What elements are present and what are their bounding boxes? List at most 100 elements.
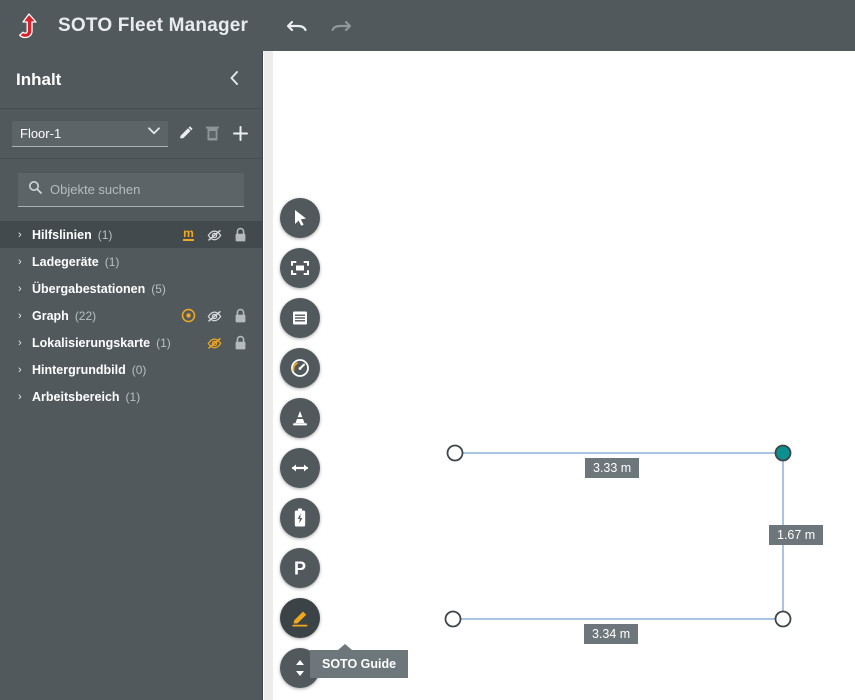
tree-item-ladegeräte[interactable]: › Ladegeräte (1) <box>0 248 262 275</box>
tool-speedometer[interactable] <box>280 348 320 388</box>
visibility-toggle[interactable] <box>207 308 222 323</box>
parking-p-icon: P <box>294 559 306 579</box>
tool-palette: P <box>280 198 320 688</box>
pencil-draw-icon <box>292 611 308 627</box>
tool-pencil-draw[interactable] <box>280 598 320 638</box>
redo-button[interactable] <box>326 11 356 41</box>
search-box[interactable] <box>18 173 244 207</box>
tree-item-arbeitsbereich[interactable]: › Arbeitsbereich (1) <box>0 383 262 410</box>
tree-item-icons: m <box>181 227 248 242</box>
tool-tooltip: SOTO Guide <box>310 644 409 678</box>
cursor-pointer-icon <box>295 210 306 226</box>
chevron-right-icon[interactable]: › <box>18 255 22 268</box>
eye-off-icon <box>207 337 222 349</box>
tree-item-icons <box>181 335 248 350</box>
lock-toggle[interactable] <box>233 335 248 350</box>
tool-select-area[interactable] <box>280 248 320 288</box>
tool-battery-charge[interactable] <box>280 498 320 538</box>
traffic-cone-icon <box>293 411 307 426</box>
lock-toggle[interactable] <box>233 308 248 323</box>
undo-button[interactable] <box>282 11 312 41</box>
search-input[interactable] <box>50 182 234 197</box>
tree-item-count: (1) <box>156 335 171 350</box>
page-title: SOTO Fleet Manager <box>58 14 249 36</box>
node-bottom-right <box>774 610 792 628</box>
double-arrow-icon <box>291 464 309 472</box>
chevron-right-icon[interactable]: › <box>18 228 22 241</box>
floor-select[interactable]: Floor-1 <box>12 120 168 147</box>
sidebar-header: Inhalt <box>0 51 262 109</box>
tool-parking[interactable]: P <box>280 548 320 588</box>
tool-cursor-pointer[interactable] <box>280 198 320 238</box>
sidebar-title: Inhalt <box>16 69 62 89</box>
tree-item-count: (1) <box>97 227 113 242</box>
measurement-label-right: 1.67 m <box>769 525 824 545</box>
visibility-toggle[interactable] <box>207 227 222 242</box>
tool-rack-shelf[interactable] <box>280 298 320 338</box>
measurement-shape <box>444 444 792 628</box>
chevron-right-icon[interactable]: › <box>18 390 22 403</box>
measurement-label-bottom: 3.34 m <box>584 624 639 644</box>
chevron-down-icon <box>148 126 160 138</box>
object-tree: › Hilfslinien (1) m › Ladegeräte (1) › Übergabes… <box>0 221 262 410</box>
chevron-right-icon[interactable]: › <box>18 363 22 376</box>
unit-meters-toggle[interactable]: m <box>181 227 196 242</box>
up-down-arrows-icon <box>296 660 304 676</box>
lock-icon <box>235 227 246 241</box>
delete-floor-button[interactable] <box>203 123 222 145</box>
tree-item-lokalisierungskarte[interactable]: ›Lokalisierungskarte(1) <box>0 329 262 356</box>
lock-toggle[interactable] <box>233 227 248 242</box>
eye-off-icon <box>207 310 222 322</box>
select-area-icon <box>291 261 309 275</box>
tree-item-label: Graph <box>32 308 69 323</box>
tree-item-label: Hintergrundbild <box>32 362 126 377</box>
tree-item-icons <box>181 308 248 323</box>
plus-icon <box>232 126 248 141</box>
tree-item-count: (0) <box>131 362 147 377</box>
floorplan-canvas[interactable]: 3.33 m 1.67 m 3.34 m <box>264 51 855 700</box>
sidebar: Inhalt Floor-1 <box>0 51 263 700</box>
tree-item-graph[interactable]: › Graph (22) <box>0 302 262 329</box>
search-wrapper <box>0 159 262 217</box>
tree-item-label: Übergabestationen <box>32 281 146 296</box>
collapse-sidebar-button[interactable] <box>222 66 246 93</box>
node-top-left <box>446 444 464 462</box>
tree-item-label: Hilfslinien <box>32 227 92 242</box>
tree-item-count: (5) <box>151 281 166 296</box>
eye-off-icon <box>207 229 222 241</box>
chevron-right-icon[interactable]: › <box>18 309 22 322</box>
undo-arrow-icon <box>287 20 307 31</box>
tool-double-arrow[interactable] <box>280 448 320 488</box>
redo-arrow-icon <box>331 20 352 31</box>
canvas-scrollbar[interactable] <box>264 51 273 700</box>
tool-traffic-cone[interactable] <box>280 398 320 438</box>
rack-shelf-icon <box>293 311 307 325</box>
unit-meters-label: m <box>183 226 194 241</box>
speedometer-icon <box>291 359 309 377</box>
tree-item-count: (1) <box>104 254 120 269</box>
lock-icon <box>235 308 246 322</box>
chevron-right-icon[interactable]: › <box>18 282 22 295</box>
measurement-label-top: 3.33 m <box>585 458 640 478</box>
floor-select-value: Floor-1 <box>20 125 62 141</box>
node-top-right <box>774 444 792 462</box>
graph-target-toggle[interactable] <box>181 308 196 323</box>
add-floor-button[interactable] <box>231 123 250 145</box>
lock-icon <box>235 335 246 349</box>
tree-item-label: Arbeitsbereich <box>32 389 120 404</box>
edit-floor-button[interactable] <box>176 123 195 145</box>
tree-item-label: Ladegeräte <box>32 254 99 269</box>
target-icon <box>181 308 196 323</box>
tree-item-hintergrundbild[interactable]: › Hintergrundbild (0) <box>0 356 262 383</box>
visibility-toggle[interactable] <box>207 335 222 350</box>
tree-item-übergabestationen[interactable]: › Übergabestationen (5) <box>0 275 262 302</box>
tree-item-hilfslinien[interactable]: › Hilfslinien (1) m <box>0 221 262 248</box>
tree-item-count: (1) <box>125 389 141 404</box>
chevron-right-icon[interactable]: › <box>18 336 22 349</box>
battery-charge-icon <box>294 508 306 527</box>
trash-icon <box>206 126 220 141</box>
tree-item-count: (22) <box>74 308 97 323</box>
measurement-layer: 3.33 m 1.67 m 3.34 m <box>264 51 855 700</box>
floor-selector-row: Floor-1 <box>0 109 262 159</box>
chevron-left-icon <box>230 71 238 85</box>
